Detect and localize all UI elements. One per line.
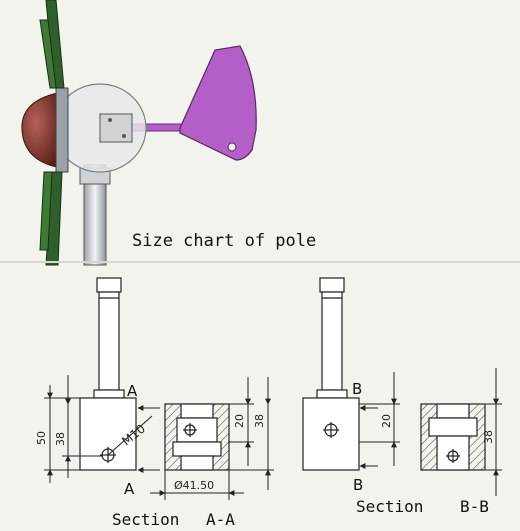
blade-upper-2: [39, 19, 57, 89]
section-aa-dimensions: [44, 375, 160, 483]
wind-turbine-illustration: [21, 0, 257, 266]
section-aa-title-letter: A-A: [206, 510, 235, 529]
section-marker-b-bottom: B: [353, 476, 363, 494]
section-marker-b-top: B: [352, 380, 362, 398]
section-aa-cut-view: [164, 403, 230, 471]
section-bb-title-word: Section: [356, 497, 423, 516]
diameter-label: Ø41.50: [174, 479, 214, 492]
section-marker-a-top: A: [127, 382, 138, 400]
section-bb-cut-view: [420, 403, 486, 471]
dim-height-label: 50: [35, 431, 48, 445]
nose-cone: [21, 91, 63, 169]
section-marker-a-bottom: A: [124, 480, 135, 498]
bb-dim-left-label: 20: [380, 414, 393, 428]
tail-fin: [179, 45, 257, 161]
section-aa-cut-dimensions: [150, 377, 274, 500]
hub-plate: [55, 87, 69, 173]
section-bb-side-view: [302, 277, 360, 471]
section-bb-dimensions: [359, 368, 502, 496]
tail-mount-bracket: [99, 113, 133, 143]
bracket-bolt: [122, 134, 126, 138]
tail-fin-hole: [227, 142, 237, 152]
dim-right-upper-label: 20: [233, 414, 246, 428]
bracket-bolt: [108, 118, 112, 122]
size-chart-caption: Size chart of pole: [132, 231, 316, 251]
section-aa-side-view: [79, 277, 137, 471]
section-aa-title-word: Section: [112, 510, 179, 529]
section-bb-title-letter: B-B: [460, 497, 489, 516]
dim-right-lower-label: 38: [253, 414, 266, 428]
blade-lower-2: [39, 171, 53, 251]
dim-lower-label: 38: [54, 432, 67, 446]
